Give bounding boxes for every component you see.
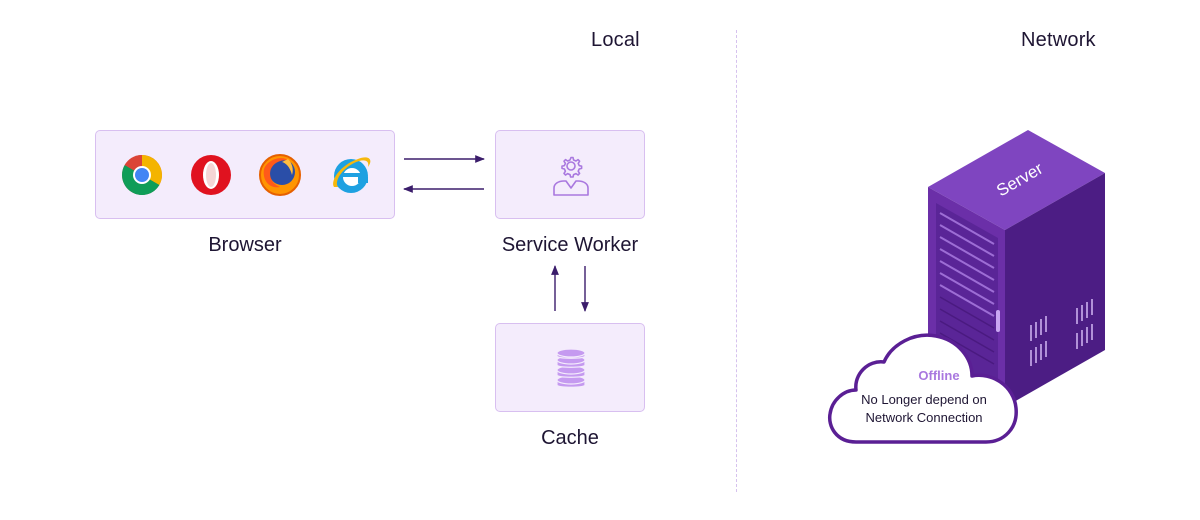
cloud-text-line2: Network Connection [865, 410, 983, 425]
database-icon [556, 348, 586, 388]
opera-icon [191, 155, 231, 195]
browser-label: Browser [208, 234, 282, 256]
worker-gear-person-icon [553, 156, 589, 196]
internet-explorer-icon [333, 157, 371, 193]
cache-box [495, 323, 645, 412]
chrome-icon [122, 155, 162, 195]
server-top-face [928, 130, 1105, 230]
local-section-label: Local [591, 29, 640, 51]
browser-box [95, 130, 395, 219]
offline-cloud [827, 333, 1018, 444]
cache-label: Cache [541, 427, 599, 449]
local-network-divider [736, 30, 737, 492]
cloud-text-line1: No Longer depend on [861, 392, 987, 407]
service-worker-box [495, 130, 645, 219]
firefox-icon [259, 154, 301, 196]
server-side-face [1005, 173, 1105, 407]
cloud-title: Offline [918, 368, 960, 383]
network-section-label: Network [1021, 29, 1096, 51]
service-worker-label: Service Worker [501, 234, 639, 256]
